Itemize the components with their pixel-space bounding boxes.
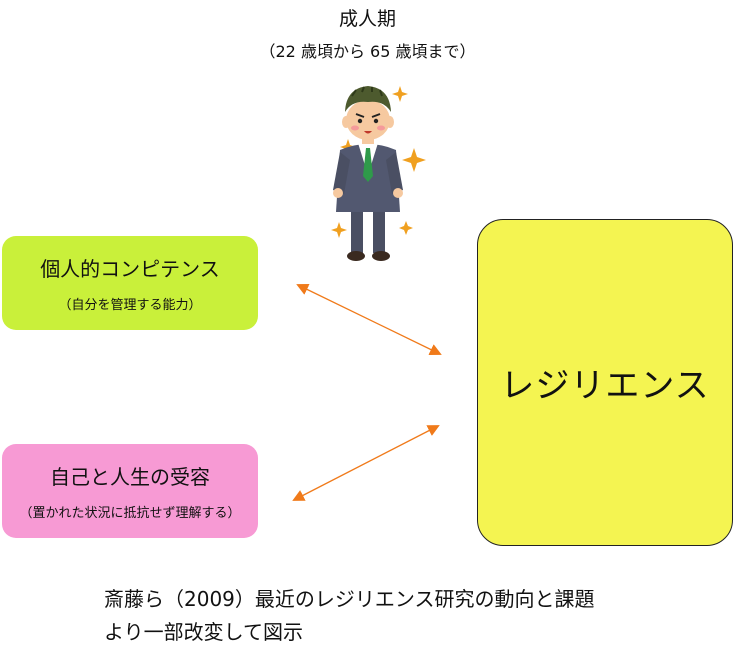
arrow-acceptance-resilience	[292, 425, 440, 501]
acceptance-sublabel: （置かれた状況に抵抗せず理解する）	[19, 506, 241, 521]
title: 成人期	[338, 8, 396, 30]
caption-line-2: より一部改変して図示	[104, 620, 303, 644]
resilience-label: レジリエンス	[500, 366, 710, 406]
caption-line-1: 斎藤ら（2009）最近のレジリエンス研究の動向と課題	[104, 587, 595, 611]
arrow-competence-resilience	[296, 283, 442, 356]
competence-sublabel: （自分を管理する能力）	[58, 298, 202, 313]
acceptance-label: 自己と人生の受容	[50, 465, 210, 489]
resilience-node: レジリエンス	[477, 219, 733, 546]
competence-label: 個人的コンピテンス	[40, 257, 220, 281]
acceptance-node: 自己と人生の受容 （置かれた状況に抵抗せず理解する）	[2, 444, 258, 538]
competence-node: 個人的コンピテンス （自分を管理する能力）	[2, 236, 258, 330]
subtitle: （22 歳頃から 65 歳頃まで）	[259, 42, 476, 61]
